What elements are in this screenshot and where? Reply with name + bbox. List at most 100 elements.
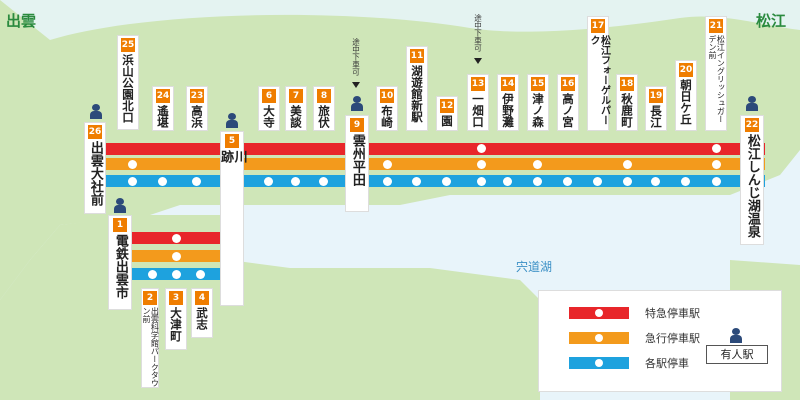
station-name: 旅伏 bbox=[317, 105, 332, 128]
station-number: 17 bbox=[591, 19, 605, 33]
legend-swatch bbox=[569, 332, 629, 344]
station-14[interactable]: 14 伊野灘 bbox=[497, 74, 519, 131]
station-17[interactable]: 17 松江フォーゲルパーク bbox=[587, 16, 610, 131]
arrow-down-icon bbox=[474, 58, 482, 64]
stop-express-3 bbox=[172, 252, 181, 261]
station-name: 武志 bbox=[195, 307, 210, 330]
station-20[interactable]: 20 朝日ケ丘 bbox=[675, 60, 697, 131]
station-number: 11 bbox=[410, 49, 424, 63]
station-name: 遙堪 bbox=[156, 105, 171, 128]
legend-limited-express: 特急停車駅 bbox=[569, 305, 700, 321]
stop-local-4 bbox=[196, 270, 205, 279]
station-22[interactable]: 22 松江しんじ湖温泉 bbox=[740, 115, 764, 245]
region-izumo: 出雲 bbox=[6, 12, 37, 30]
station-name: 高ノ宮 bbox=[561, 93, 576, 128]
station-number: 2 bbox=[143, 291, 157, 305]
station-23[interactable]: 23 高浜 bbox=[186, 86, 208, 131]
station-18[interactable]: 18 秋鹿町 bbox=[616, 74, 638, 131]
station-name: 出雲大社前 bbox=[87, 141, 103, 206]
station-name: 朝日ケ丘 bbox=[679, 79, 694, 125]
stop-local-13 bbox=[477, 177, 486, 186]
stop-express-25 bbox=[128, 160, 137, 169]
station-4[interactable]: 4 武志 bbox=[191, 288, 213, 338]
station-number: 3 bbox=[169, 291, 183, 305]
station-number: 7 bbox=[289, 89, 303, 103]
stop-express-10 bbox=[383, 160, 392, 169]
legend-label: 各駅停車 bbox=[645, 357, 689, 370]
station-name: 布崎 bbox=[380, 105, 395, 128]
line-local-branch bbox=[110, 268, 220, 280]
station-number: 15 bbox=[531, 77, 545, 91]
station-name: 松江フォーゲルパーク bbox=[588, 35, 610, 125]
stop-express-15 bbox=[533, 160, 542, 169]
legend-swatch bbox=[569, 357, 629, 369]
station-1[interactable]: 1 電鉄出雲市 bbox=[108, 215, 132, 310]
stop-local-2 bbox=[148, 270, 157, 279]
line-express-main bbox=[95, 158, 765, 170]
station-number: 22 bbox=[745, 118, 759, 132]
station-number: 20 bbox=[679, 63, 693, 77]
station-number: 14 bbox=[501, 77, 515, 91]
station-name: 園 bbox=[440, 115, 455, 127]
station-9[interactable]: 9 雲州平田 bbox=[345, 115, 369, 212]
station-number: 24 bbox=[156, 89, 170, 103]
legend-swatch bbox=[569, 307, 629, 319]
legend-label: 特急停車駅 bbox=[645, 307, 700, 320]
stopover-note-9: 途中下車可 bbox=[351, 38, 361, 76]
station-name: 大寺 bbox=[262, 105, 277, 128]
stop-local-18 bbox=[623, 177, 632, 186]
station-staff-icon bbox=[113, 198, 127, 214]
legend-staffed-station: 有人駅 bbox=[706, 345, 768, 364]
stop-local-20 bbox=[681, 177, 690, 186]
station-13[interactable]: 13 一畑口 bbox=[467, 74, 489, 131]
station-10[interactable]: 10 布崎 bbox=[376, 86, 398, 131]
stop-local-23 bbox=[192, 177, 201, 186]
station-name: 雲州平田 bbox=[349, 134, 365, 186]
station-name: 伊野灘 bbox=[501, 93, 516, 128]
station-8[interactable]: 8 旅伏 bbox=[313, 86, 335, 131]
station-5[interactable]: 5 川跡 bbox=[218, 131, 247, 306]
station-number: 12 bbox=[440, 99, 454, 113]
station-11[interactable]: 11 湖遊館新駅 bbox=[406, 46, 428, 131]
stop-local-24 bbox=[158, 177, 167, 186]
arrow-down-icon bbox=[352, 82, 360, 88]
station-name: 浜山公園北口 bbox=[121, 54, 136, 123]
stop-local-11 bbox=[412, 177, 421, 186]
station-name: 松江しんじ湖温泉 bbox=[744, 134, 760, 238]
stop-express-18 bbox=[623, 160, 632, 169]
stop-local-17 bbox=[593, 177, 602, 186]
station-name: 出雲科学館パークタウン前 bbox=[142, 307, 160, 387]
station-3[interactable]: 3 大津町 bbox=[165, 288, 187, 350]
station-name: 津ノ森 bbox=[531, 93, 546, 128]
station-number: 10 bbox=[380, 89, 394, 103]
stop-local-21 bbox=[712, 177, 721, 186]
station-15[interactable]: 15 津ノ森 bbox=[527, 74, 549, 131]
stop-local-12 bbox=[442, 177, 451, 186]
station-25[interactable]: 25 浜山公園北口 bbox=[117, 35, 139, 130]
station-number: 1 bbox=[113, 218, 127, 232]
stop-express-21 bbox=[712, 160, 721, 169]
station-12[interactable]: 12 園 bbox=[436, 96, 458, 131]
land-south bbox=[140, 215, 540, 400]
stop-local-10 bbox=[383, 177, 392, 186]
line-limited-express-branch bbox=[110, 232, 220, 244]
station-name: 長江 bbox=[649, 105, 664, 128]
stop-local-3 bbox=[172, 270, 181, 279]
station-16[interactable]: 16 高ノ宮 bbox=[557, 74, 579, 131]
station-staff-icon bbox=[225, 113, 239, 129]
station-21[interactable]: 21 松江イングリッシュガーデン前 bbox=[705, 16, 727, 131]
stop-local-7 bbox=[291, 177, 300, 186]
legend-express: 急行停車駅 bbox=[569, 330, 700, 346]
station-staff-icon bbox=[745, 96, 759, 112]
station-19[interactable]: 19 長江 bbox=[645, 86, 667, 131]
region-matsue: 松江 bbox=[756, 12, 787, 30]
station-number: 5 bbox=[225, 134, 239, 148]
station-24[interactable]: 24 遙堪 bbox=[152, 86, 174, 131]
station-2[interactable]: 2 出雲科学館パークタウン前 bbox=[141, 288, 159, 388]
station-number: 21 bbox=[709, 19, 723, 33]
stop-local-25 bbox=[128, 177, 137, 186]
legend: 特急停車駅 急行停車駅 各駅停車 bbox=[538, 290, 782, 392]
station-26[interactable]: 26 出雲大社前 bbox=[84, 122, 106, 214]
station-7[interactable]: 7 美談 bbox=[285, 86, 307, 131]
station-6[interactable]: 6 大寺 bbox=[258, 86, 280, 131]
